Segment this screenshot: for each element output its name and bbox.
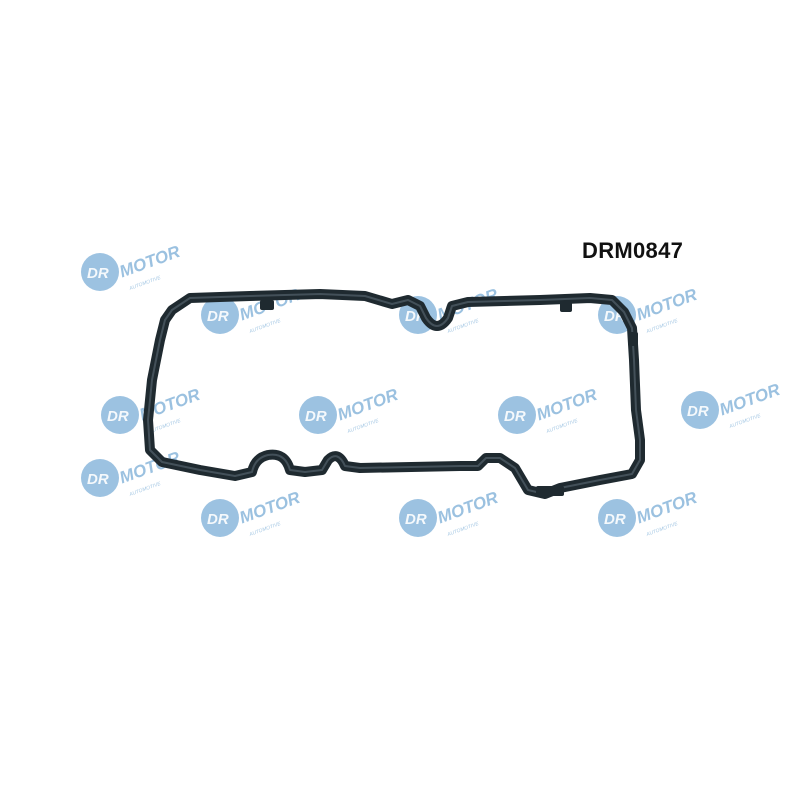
valve-cover-gasket xyxy=(143,289,645,499)
product-code: DRM0847 xyxy=(582,238,684,263)
watermark-layer xyxy=(81,241,784,539)
